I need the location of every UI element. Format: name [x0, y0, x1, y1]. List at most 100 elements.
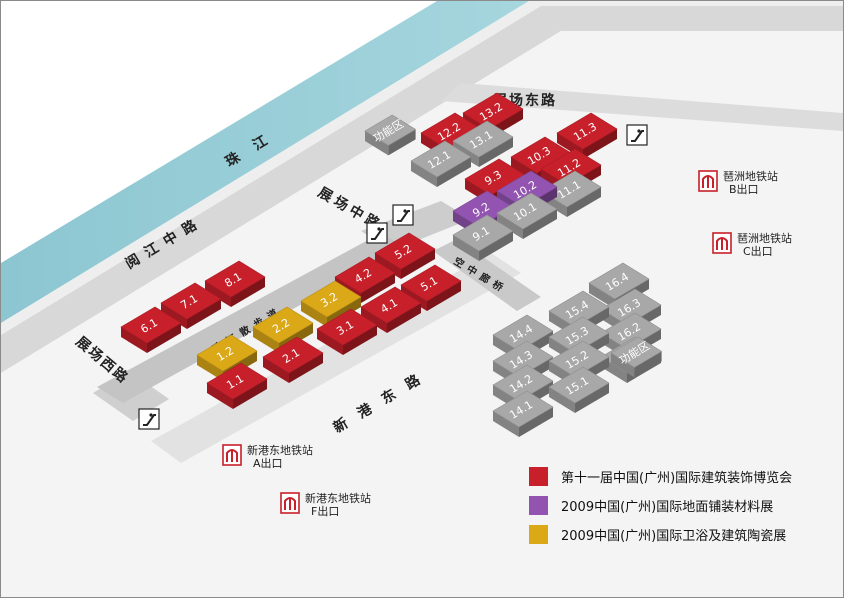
legend-label: 2009中国(广州)国际地面铺装材料展 [561, 500, 773, 515]
hall-2-1-roof [262, 336, 324, 374]
hall-1-2-side-left [197, 355, 223, 381]
esplanade [97, 233, 405, 403]
hall-2-1-side-front [289, 353, 323, 383]
hall-16-4-side-left [589, 283, 615, 309]
hall-3-1[interactable]: 3.1 [316, 308, 378, 355]
hall-12-1-side-front [437, 157, 471, 187]
hall-8-1-side-left [205, 281, 231, 307]
function-zone-1-side-front [388, 129, 416, 156]
hall-3-2-side-left [301, 301, 327, 327]
hall-14-3-roof [492, 340, 554, 378]
legend: 第十一届中国(广州)国际建筑装饰博览会 2009中国(广州)国际地面铺装材料展 20… [529, 467, 792, 544]
metro-station-icon [222, 444, 242, 466]
hall-14-1-roof [492, 390, 554, 428]
hall-14-1-side-front [519, 407, 553, 437]
metro-station-name: 琶洲地铁站 [737, 231, 792, 245]
hall-14-1[interactable]: 14.1 [492, 390, 554, 437]
river-bank [1, 1, 843, 335]
metro-exit-label: A出口 [253, 456, 283, 470]
hall-16-2-roof [600, 312, 662, 350]
escalator-icon [392, 204, 414, 226]
hall-7-1-side-front [187, 299, 221, 329]
hall-16-3-roof [600, 288, 662, 326]
hall-11-1-side-front [567, 187, 601, 217]
hall-13-2-roof [462, 92, 524, 130]
hall-11-1[interactable]: 11.1 [540, 170, 602, 217]
function-zone-2-side-front [634, 351, 662, 378]
hall-10-2-roof [496, 170, 558, 208]
hall-2-1[interactable]: 2.1 [262, 336, 324, 383]
hall-14-2-roof [492, 364, 554, 402]
legend-item-sanitary: 2009中国(广州)国际卫浴及建筑陶瓷展 [529, 525, 786, 544]
hall-3-1-side-front [343, 325, 377, 355]
metro-station-name: 新港东地铁站 [247, 443, 313, 457]
hall-7-1-roof [160, 282, 222, 320]
hall-11-2-roof [540, 148, 602, 186]
hall-4-2-side-front [361, 273, 395, 303]
hall-15-1[interactable]: 15.1 [548, 366, 610, 413]
hall-8-1-side-front [231, 277, 265, 307]
hall-10-1-side-left [497, 213, 523, 239]
hall-6-1[interactable]: 6.1 [120, 306, 182, 353]
hall-13-1[interactable]: 13.1 [452, 120, 514, 167]
hall-4-1[interactable]: 4.1 [360, 286, 422, 333]
legend-label: 第十一届中国(广州)国际建筑装饰博览会 [561, 470, 792, 486]
escalator-layer [138, 124, 648, 430]
hall-15-4-roof [548, 290, 610, 328]
hall-2-2-roof [252, 306, 314, 344]
hall-6-1-side-front [147, 323, 181, 353]
escalator-icon [138, 408, 160, 430]
hall-12-1-side-left [411, 161, 437, 187]
function-zone-2-roof [610, 336, 663, 368]
hall-15-3-roof [548, 316, 610, 354]
metro-station-name: 新港东地铁站 [305, 491, 371, 505]
hall-15-1-side-front [575, 383, 609, 413]
hall-15-2-roof [548, 340, 610, 378]
hall-8-1[interactable]: 8.1 [204, 260, 266, 307]
hall-15-1-side-left [549, 387, 575, 413]
metro-exit-label: C出口 [743, 244, 773, 258]
hall-10-1-roof [496, 192, 558, 230]
hall-13-1-side-front [479, 137, 513, 167]
metro-exit-label: F出口 [311, 504, 339, 518]
metro-station-icon [712, 232, 732, 254]
hall-14-4-roof [492, 314, 554, 352]
hall-1-1[interactable]: 1.1 [206, 362, 268, 409]
hall-1-1-side-left [207, 383, 233, 409]
hall-10-1-side-front [523, 209, 557, 239]
hall-1-1-side-front [233, 379, 267, 409]
hall-5-2-roof [374, 232, 436, 270]
hall-14-2[interactable]: 14.2 [492, 364, 554, 411]
hall-12-1[interactable]: 12.1 [410, 140, 472, 187]
legend-item-flooring: 2009中国(广州)国际地面铺装材料展 [529, 496, 773, 515]
escalator-icon [626, 124, 648, 146]
hall-3-1-side-left [317, 329, 343, 355]
road-east [441, 83, 843, 131]
metro-station-icon [698, 170, 718, 192]
hall-9-1-side-front [479, 231, 513, 261]
legend-label: 2009中国(广州)国际卫浴及建筑陶瓷展 [561, 528, 786, 544]
hall-4-1-roof [360, 286, 422, 324]
hall-4-1-side-front [387, 303, 421, 333]
hall-5-1[interactable]: 5.1 [400, 264, 462, 311]
bridge-sky [433, 239, 541, 311]
hall-1-2-roof [196, 334, 258, 372]
hall-9-1[interactable]: 9.1 [452, 214, 514, 261]
hall-4-2-roof [334, 256, 396, 294]
function-zone-2[interactable]: 功能区 [610, 336, 663, 378]
hall-5-2-side-front [401, 249, 435, 279]
legend-swatch [529, 467, 548, 486]
legend-item-decoration: 第十一届中国(广州)国际建筑装饰博览会 [529, 467, 792, 486]
function-zone-2-side-left [611, 353, 635, 378]
hall-6-1-roof [120, 306, 182, 344]
hall-8-1-roof [204, 260, 266, 298]
hall-10-1[interactable]: 10.1 [496, 192, 558, 239]
